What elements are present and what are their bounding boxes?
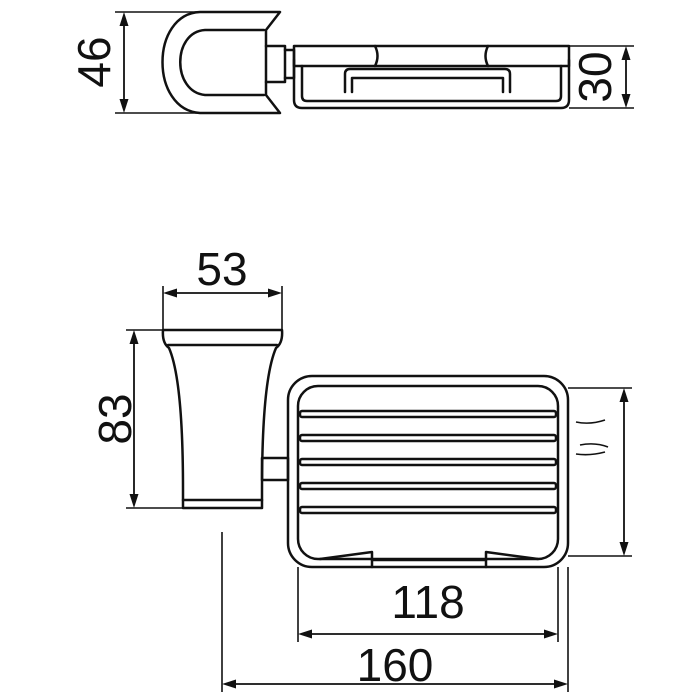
top-view bbox=[161, 10, 571, 115]
dimension-label-83: 83 bbox=[89, 393, 141, 444]
dimension-label-118: 118 bbox=[391, 576, 464, 628]
dimension-label-30: 30 bbox=[569, 51, 621, 102]
dimension-label-53: 53 bbox=[196, 243, 247, 295]
dimension-label-46: 46 bbox=[68, 36, 120, 87]
dimension-basket-width: 118 bbox=[297, 567, 559, 642]
dimension-top-depth: 30 bbox=[569, 45, 634, 109]
top-view-connector bbox=[264, 44, 287, 84]
dimension-bracket-width: 53 bbox=[162, 243, 283, 330]
front-view-wall-break bbox=[575, 419, 606, 456]
dimension-label-160: 160 bbox=[357, 639, 434, 691]
top-view-basket-tray bbox=[292, 58, 571, 110]
top-view-mount-inner bbox=[179, 28, 266, 97]
top-view-mount-outer bbox=[161, 10, 282, 115]
dimension-bracket-height: 83 bbox=[89, 329, 183, 509]
top-view-inner-handle bbox=[343, 67, 512, 94]
front-view bbox=[161, 328, 609, 569]
front-view-basket-slats bbox=[298, 409, 558, 515]
dimension-overall-length: 160 bbox=[221, 532, 569, 692]
front-view-connector bbox=[260, 456, 290, 482]
dimension-top-height: 46 bbox=[68, 11, 200, 114]
front-view-bracket bbox=[161, 328, 284, 510]
front-view-basket-outer bbox=[286, 374, 570, 569]
front-view-basket-feet bbox=[318, 550, 540, 569]
top-view-basket-bar bbox=[292, 44, 571, 68]
dimension-basket-height bbox=[568, 387, 632, 557]
